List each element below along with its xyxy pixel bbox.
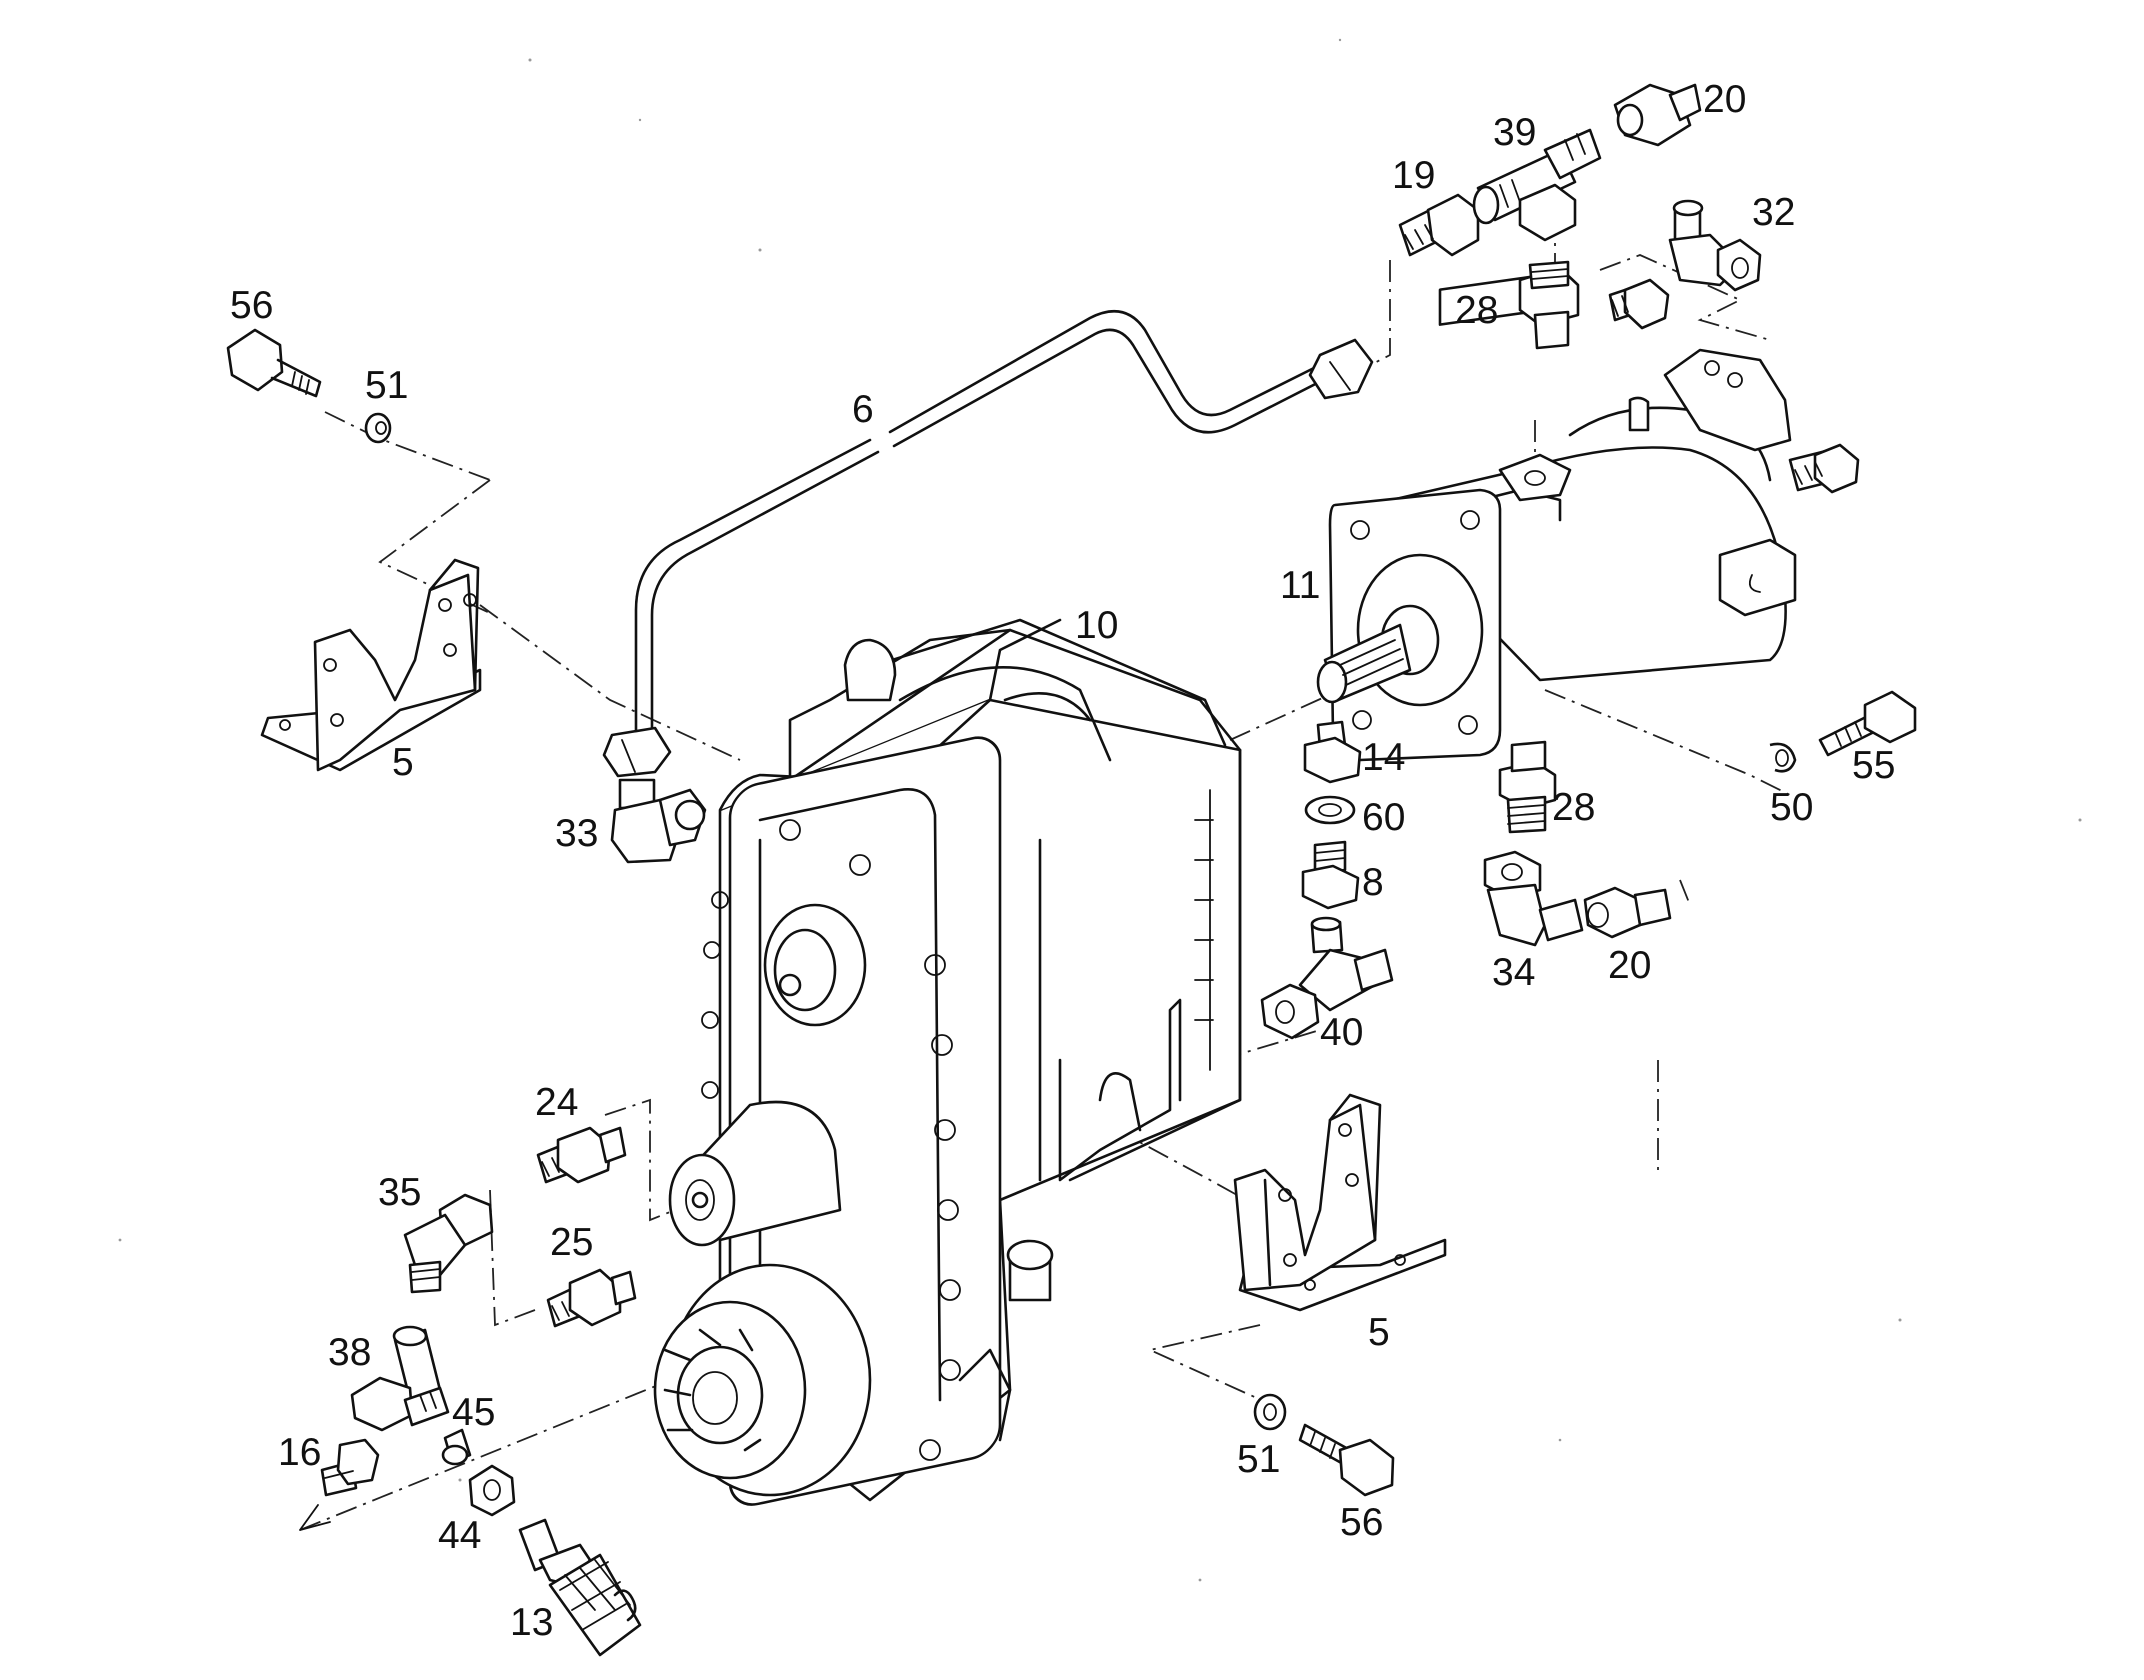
- fitting-small-upper: [1608, 278, 1670, 330]
- label-55: 55: [1852, 744, 1895, 787]
- label-45: 45: [452, 1391, 495, 1434]
- direction-arrow: [299, 1504, 331, 1531]
- label-56-top: 56: [230, 284, 273, 327]
- label-5-right: 5: [1368, 1311, 1390, 1354]
- plug-14: [1303, 720, 1362, 784]
- label-13: 13: [510, 1601, 553, 1644]
- elbow-35: [403, 1193, 494, 1294]
- label-11: 11: [1280, 564, 1321, 607]
- label-20-lower: 20: [1608, 944, 1651, 987]
- label-60: 60: [1362, 796, 1405, 839]
- label-56-lower: 56: [1340, 1501, 1383, 1544]
- fitting-24: [536, 1126, 627, 1184]
- tee-38: [350, 1325, 450, 1432]
- fitting-39-tee: [1472, 128, 1602, 242]
- fitting-28-lower: [1498, 740, 1557, 834]
- label-28-top: 28: [1455, 289, 1498, 332]
- label-39: 39: [1493, 111, 1536, 154]
- fitting-25: [546, 1268, 637, 1328]
- label-50: 50: [1770, 786, 1813, 829]
- label-6: 6: [852, 388, 874, 431]
- hydraulic-motor-11: [1316, 275, 1797, 762]
- fitting-32-elbow: [1668, 199, 1762, 292]
- fitting-19: [1398, 193, 1480, 257]
- elbow-40: [1260, 916, 1394, 1040]
- strainer-13: [518, 1518, 642, 1657]
- label-32: 32: [1752, 191, 1795, 234]
- label-8: 8: [1362, 861, 1384, 904]
- fitting-28-top: [1518, 260, 1580, 350]
- fitting-motor-right: [1788, 443, 1860, 494]
- label-35: 35: [378, 1171, 421, 1214]
- fitting-20-top: [1613, 83, 1702, 147]
- fitting-8: [1301, 840, 1360, 910]
- ferrule-45: [441, 1428, 472, 1466]
- nut-44: [468, 1464, 516, 1517]
- part-number-labels: 56 51 5 6 33 19 39 20 32 28 11 10 14 60 …: [230, 78, 1895, 1644]
- fitting-33: [610, 778, 707, 864]
- label-44: 44: [438, 1514, 481, 1557]
- fitting-16: [320, 1438, 380, 1497]
- label-10: 10: [1075, 604, 1118, 647]
- label-40: 40: [1320, 1011, 1363, 1054]
- label-33: 33: [555, 812, 598, 855]
- label-38: 38: [328, 1331, 371, 1374]
- bolt-55: [1769, 690, 1917, 773]
- bracket-right-5: [1233, 1093, 1447, 1312]
- label-19: 19: [1392, 154, 1435, 197]
- label-25: 25: [550, 1221, 593, 1264]
- label-14: 14: [1362, 736, 1405, 779]
- label-20-top: 20: [1703, 78, 1746, 121]
- bracket-left-5: [260, 558, 482, 772]
- label-24: 24: [535, 1081, 578, 1124]
- washer-60: [1304, 795, 1356, 825]
- bolt-56-top: [226, 328, 392, 444]
- label-5-left: 5: [392, 741, 414, 784]
- bolt-56-lower: [1253, 1393, 1395, 1497]
- elbow-34: [1483, 850, 1584, 947]
- label-28-lower: 28: [1552, 786, 1595, 829]
- label-16: 16: [278, 1431, 321, 1474]
- hydraulic-line-6: [602, 310, 1374, 778]
- fitting-20-lower: [1583, 886, 1672, 939]
- label-51-top: 51: [365, 364, 408, 407]
- label-34: 34: [1492, 951, 1535, 994]
- gearbox-housing-10: [653, 618, 1242, 1506]
- label-51-lower: 51: [1237, 1438, 1280, 1481]
